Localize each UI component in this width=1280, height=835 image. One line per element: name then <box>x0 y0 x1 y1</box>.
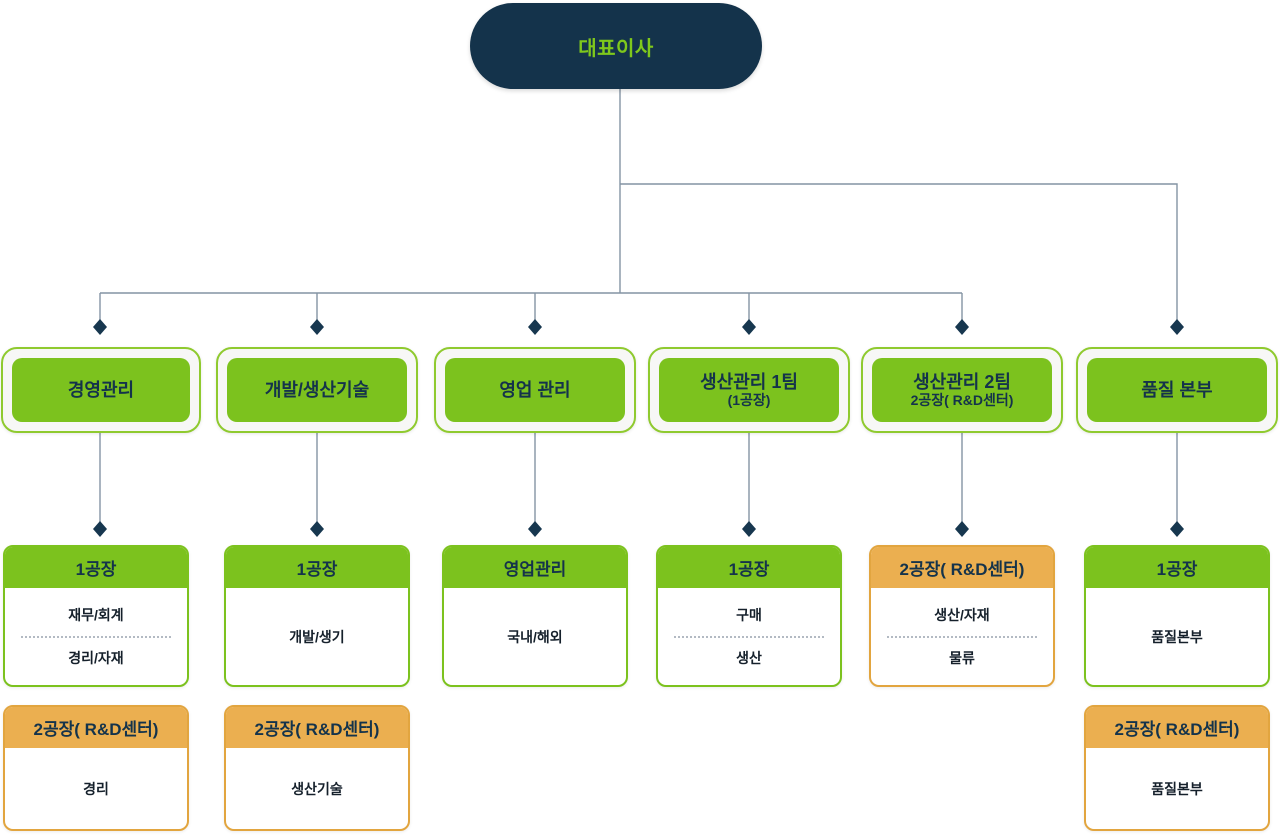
diamond-icon <box>310 319 324 335</box>
connector-branch-quality <box>620 183 1178 320</box>
card-item: 생산/자재 <box>934 606 990 623</box>
diamond-icon <box>528 521 542 537</box>
diamond-icon <box>955 319 969 335</box>
diamond-icon <box>93 521 107 537</box>
node-dept-production2: 생산관리 2팀 2공장( R&D센터) <box>861 347 1063 433</box>
node-dept-sales: 영업 관리 <box>434 347 636 433</box>
dept-sublabel: (1공장) <box>727 392 771 409</box>
diamond-icon <box>742 521 756 537</box>
dept-label: 생산관리 2팀 <box>913 371 1011 392</box>
card-header: 영업관리 <box>444 547 626 588</box>
card-item: 경리 <box>83 780 109 797</box>
card-item: 경리/자재 <box>68 650 124 667</box>
card-development-factory1: 1공장 개발/생기 <box>224 545 410 687</box>
diamond-icon <box>528 319 542 335</box>
card-item: 재무/회계 <box>68 606 124 623</box>
dotted-divider <box>887 635 1037 638</box>
card-item: 품질본부 <box>1151 780 1203 797</box>
card-item: 생산 <box>736 650 762 667</box>
card-item: 물류 <box>949 650 975 667</box>
diamond-icon <box>1170 521 1184 537</box>
card-header: 2공장( R&D센터) <box>226 707 408 748</box>
dept-label: 경영관리 <box>67 379 135 400</box>
card-production2-factory2: 2공장( R&D센터) 생산/자재 물류 <box>869 545 1055 687</box>
card-header: 1공장 <box>658 547 840 588</box>
connector-diamonds <box>93 319 1184 537</box>
dept-label: 영업 관리 <box>499 379 571 400</box>
node-dept-quality: 품질 본부 <box>1076 347 1278 433</box>
card-header: 2공장( R&D센터) <box>5 707 187 748</box>
dept-label: 품질 본부 <box>1141 379 1213 400</box>
card-header: 2공장( R&D센터) <box>871 547 1053 588</box>
node-ceo-label: 대표이사 <box>578 37 654 60</box>
dotted-divider <box>21 635 171 638</box>
card-item: 국내/해외 <box>507 628 563 645</box>
diamond-icon <box>310 521 324 537</box>
card-item: 생산기술 <box>291 780 343 797</box>
card-development-factory2: 2공장( R&D센터) 생산기술 <box>224 705 410 831</box>
dept-label: 생산관리 1팀 <box>700 371 798 392</box>
card-sales-management: 영업관리 국내/해외 <box>442 545 628 687</box>
card-header: 2공장( R&D센터) <box>1086 707 1268 748</box>
card-header: 1공장 <box>226 547 408 588</box>
card-quality-factory1: 1공장 품질본부 <box>1084 545 1270 687</box>
card-management-factory2: 2공장( R&D센터) 경리 <box>3 705 189 831</box>
card-item: 개발/생기 <box>289 628 345 645</box>
node-dept-development: 개발/생산기술 <box>216 347 418 433</box>
diamond-icon <box>742 319 756 335</box>
card-header: 1공장 <box>5 547 187 588</box>
card-quality-factory2: 2공장( R&D센터) 품질본부 <box>1084 705 1270 831</box>
node-ceo: 대표이사 <box>470 3 762 89</box>
card-management-factory1: 1공장 재무/회계 경리/자재 <box>3 545 189 687</box>
diamond-icon <box>93 319 107 335</box>
card-production1-factory1: 1공장 구매 생산 <box>656 545 842 687</box>
diamond-icon <box>1170 319 1184 335</box>
dept-sublabel: 2공장( R&D센터) <box>910 392 1014 409</box>
dept-label: 개발/생산기술 <box>264 379 370 400</box>
card-header: 1공장 <box>1086 547 1268 588</box>
dotted-divider <box>674 635 824 638</box>
card-item: 구매 <box>736 606 762 623</box>
card-item: 품질본부 <box>1151 628 1203 645</box>
node-dept-management: 경영관리 <box>1 347 201 433</box>
node-dept-production1: 생산관리 1팀 (1공장) <box>648 347 850 433</box>
diamond-icon <box>955 521 969 537</box>
